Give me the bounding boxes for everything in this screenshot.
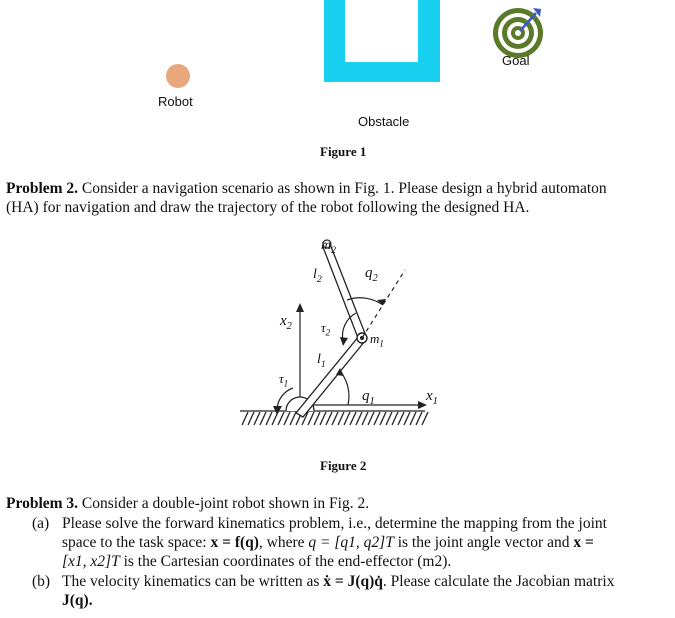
problem3-heading: Problem 3.: [6, 495, 79, 512]
part-a-line2-mid: , where: [258, 534, 309, 551]
problem3-intro-line: Problem 3. Consider a double-joint robot…: [6, 494, 369, 513]
part-a-line3-post: is the Cartesian coordinates of the end-…: [119, 553, 452, 570]
part-a-label: (a): [32, 515, 50, 532]
part-b-line1-post: . Please calculate the Jacobian matrix: [382, 573, 615, 590]
task-vector-equation: [x1, x2]T: [62, 553, 120, 570]
part-a-line2-post: is the joint angle vector and: [393, 534, 574, 551]
x1-label: x1: [426, 388, 438, 407]
part-b-line1: The velocity kinematics can be written a…: [62, 572, 614, 591]
q1-label: q1: [362, 388, 375, 407]
x2-label: x2: [280, 313, 292, 332]
velocity-kinematics-equation: ẋ = J(q)q̇: [323, 573, 383, 590]
robot-label: Robot: [158, 94, 193, 109]
part-b-line2: J(q).: [62, 592, 93, 609]
figure1-drawing: [166, 0, 543, 88]
link2: [322, 239, 367, 339]
part-b-line1-pre: The velocity kinematics can be written a…: [62, 573, 324, 590]
task-vector-eq-start: x =: [573, 534, 594, 551]
tau2-label: τ2: [321, 320, 331, 338]
figure1-caption: Figure 1: [320, 144, 367, 159]
part-a-line2: space to the task space: x = f(q), where…: [62, 533, 594, 552]
part-a-line2-pre: space to the task space:: [62, 534, 211, 551]
problem2-text-line2: (HA) for navigation and draw the traject…: [6, 199, 530, 216]
figure2-caption: Figure 2: [320, 458, 367, 473]
problem2-heading: Problem 2.: [6, 180, 79, 197]
m2-label: m2: [321, 238, 337, 256]
m1-label: m1: [370, 331, 384, 349]
figure2-drawing: [240, 239, 429, 426]
obstacle-shape: [324, 0, 440, 82]
problem3-intro: Consider a double-joint robot shown in F…: [81, 495, 370, 512]
q2-label: q2: [365, 265, 378, 284]
tau1-label: τ1: [279, 371, 289, 389]
forward-kinematics-equation: x = f(q): [210, 534, 259, 551]
part-a-line3: [x1, x2]T is the Cartesian coordinates o…: [62, 552, 451, 571]
problem2-line1: Problem 2. Consider a navigation scenari…: [6, 179, 671, 198]
goal-target-icon: [493, 8, 543, 58]
joint-vector-equation: q = [q1, q2]T: [308, 534, 394, 551]
l2-label: l2: [313, 267, 322, 285]
l1-label: l1: [317, 352, 326, 370]
problem2-text-line1: Consider a navigation scenario as shown …: [81, 180, 607, 197]
robot-marker: [166, 64, 190, 88]
part-b-label: (b): [32, 573, 51, 590]
goal-label: Goal: [502, 53, 530, 68]
part-a-line1: Please solve the forward kinematics prob…: [62, 515, 607, 532]
obstacle-label: Obstacle: [358, 114, 410, 129]
